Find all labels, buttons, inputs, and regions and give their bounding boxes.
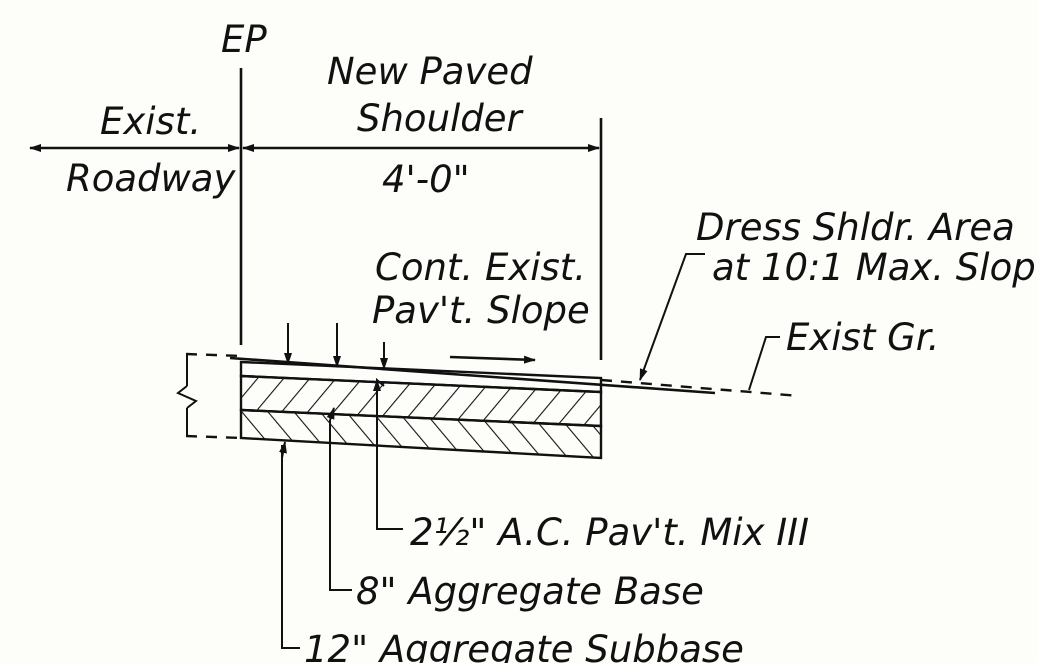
cont-slope-label-line2: Pav't. Slope — [372, 289, 590, 332]
ep-label: EP — [221, 18, 267, 61]
base-leader-line — [329, 420, 352, 591]
base-leader-arrow — [326, 407, 335, 421]
exist-roadway-label-line2: Roadway — [66, 157, 236, 200]
aggregate-subbase-label: 12" Aggregate Subbase — [304, 628, 744, 663]
exist-pavement-bottom-dash — [185, 434, 242, 440]
dress-shoulder-label-line1: Dress Shldr. Area — [696, 206, 1015, 249]
exist-ground-label: Exist Gr. — [786, 316, 939, 359]
slope-direction-arrow — [449, 355, 536, 364]
shoulder-width-label: 4'-0" — [382, 158, 470, 201]
subbase-leader-line — [281, 445, 300, 649]
subbase-leader-arrow — [279, 441, 287, 459]
new-paved-label-line2: Shoulder — [357, 97, 525, 140]
break-symbol — [176, 385, 198, 409]
existing-ground-dash — [600, 378, 801, 398]
exist-roadway-label-line1: Exist. — [100, 100, 201, 143]
surface-line — [229, 356, 716, 395]
ac-pavement-label: 2½" A.C. Pav't. Mix III — [410, 511, 809, 554]
aggregate-base-label: 8" Aggregate Base — [356, 570, 704, 613]
cont-slope-label-line1: Cont. Exist. — [375, 246, 586, 289]
new-paved-label-line1: New Paved — [327, 50, 533, 93]
dress-shoulder-label-line2: at 10:1 Max. Slope — [712, 246, 1037, 289]
dress-shoulder-leader — [639, 253, 705, 381]
exist-ground-leader — [748, 336, 780, 391]
exist-pavement-top-dash — [185, 352, 242, 358]
